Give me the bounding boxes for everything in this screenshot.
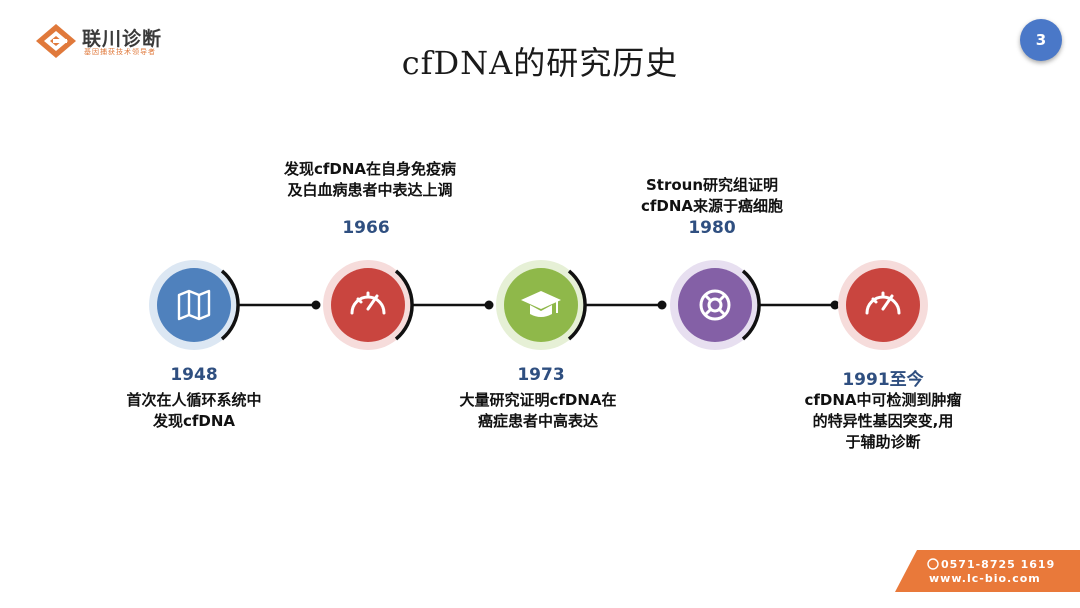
- company-logo: 联川诊断 基因捕获技术领导者: [34, 22, 184, 62]
- connector-dot: [484, 300, 494, 310]
- description-line: 癌症患者中高表达: [477, 412, 598, 430]
- connector-dot: [657, 300, 667, 310]
- connector-dot: [830, 300, 840, 310]
- description-line: 大量研究证明cfDNA在: [459, 391, 617, 409]
- milestone-year: 1973: [517, 365, 565, 385]
- page-number-badge: 3: [1020, 19, 1062, 61]
- milestone-node: [149, 260, 240, 350]
- description-line: cfDNA中可检测到肿瘤: [804, 391, 962, 409]
- contact-footer: 0571-8725 1619 www.lc-bio.com: [895, 550, 1080, 592]
- milestone-description: cfDNA中可检测到肿瘤 的特异性基因突变,用 于辅助诊断: [763, 390, 1003, 453]
- node-circle: [157, 268, 231, 342]
- milestone-node: [496, 260, 587, 350]
- description-line: cfDNA来源于癌细胞: [640, 197, 784, 215]
- map-icon: [177, 289, 211, 321]
- description-line: Stroun研究组证明: [645, 176, 779, 194]
- milestone-year: 1948: [170, 365, 218, 385]
- description-line: 发现cfDNA: [152, 412, 236, 430]
- milestone-node: [323, 260, 414, 350]
- description-line: 的特异性基因突变,用: [812, 412, 954, 430]
- logo-name: 联川诊断: [82, 28, 163, 50]
- connector-dot: [311, 300, 321, 310]
- milestone-description: 首次在人循环系统中 发现cfDNA: [74, 390, 314, 432]
- milestone-node: [838, 260, 928, 350]
- graduation-cap-icon: [521, 291, 561, 317]
- website: www.lc-bio.com: [929, 572, 1041, 585]
- logo-mark-icon: [36, 24, 76, 58]
- milestone-year: 1991至今: [842, 370, 924, 390]
- gauge-icon: [350, 291, 386, 315]
- phone-icon: [927, 558, 939, 570]
- slide-title: cfDNA的研究历史: [401, 44, 679, 82]
- description-line: 于辅助诊断: [845, 433, 921, 451]
- milestone-node: [670, 260, 761, 350]
- milestone-description: Stroun研究组证明 cfDNA来源于癌细胞: [592, 175, 832, 217]
- milestone-year: 1966: [342, 218, 390, 238]
- description-line: 及白血病患者中表达上调: [287, 181, 453, 199]
- lifebuoy-icon: [699, 289, 731, 321]
- logo-tagline: 基因捕获技术领导者: [84, 48, 156, 56]
- node-circle: [846, 268, 920, 342]
- gauge-icon: [865, 291, 901, 315]
- node-circle: [331, 268, 405, 342]
- milestone-description: 发现cfDNA在自身免疫病 及白血病患者中表达上调: [250, 159, 490, 201]
- phone-number: 0571-8725 1619: [941, 558, 1056, 571]
- footer-banner: [895, 550, 1080, 592]
- milestone-year: 1980: [688, 218, 736, 238]
- description-line: 首次在人循环系统中: [126, 391, 262, 409]
- milestone-description: 大量研究证明cfDNA在 癌症患者中高表达: [418, 390, 658, 432]
- description-line: 发现cfDNA在自身免疫病: [283, 160, 457, 178]
- node-circle: [678, 268, 752, 342]
